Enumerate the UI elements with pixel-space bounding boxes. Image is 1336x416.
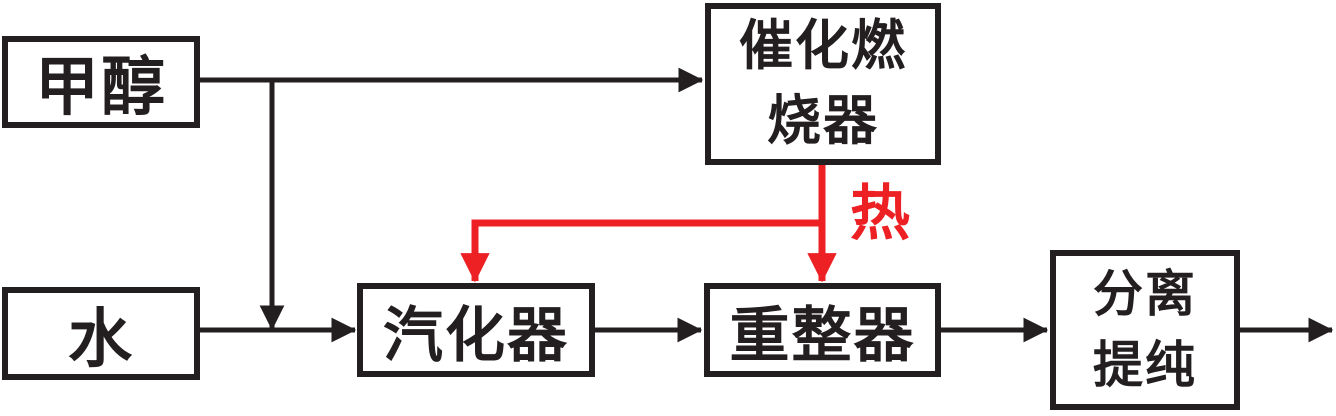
node-catalytic-combustor-label: 催化燃 烧器 — [739, 14, 907, 152]
heat-arrow-combustor-to-vaporizer — [460, 219, 822, 283]
node-vaporizer-label: 汽化器 — [383, 300, 569, 371]
node-water: 水 — [2, 287, 200, 380]
heat-annotation: 热 — [850, 179, 910, 249]
node-reformer: 重整器 — [704, 283, 941, 377]
node-methanol-label: 甲醇 — [35, 51, 167, 125]
node-vaporizer: 汽化器 — [357, 283, 595, 377]
node-water-label: 水 — [68, 302, 134, 377]
node-methanol: 甲醇 — [2, 36, 200, 128]
node-separation-purification: 分离 提纯 — [1050, 250, 1240, 410]
node-reformer-label: 重整器 — [729, 300, 916, 371]
node-separation-purification-label: 分离 提纯 — [1093, 265, 1197, 394]
node-catalytic-combustor: 催化燃 烧器 — [705, 3, 941, 165]
